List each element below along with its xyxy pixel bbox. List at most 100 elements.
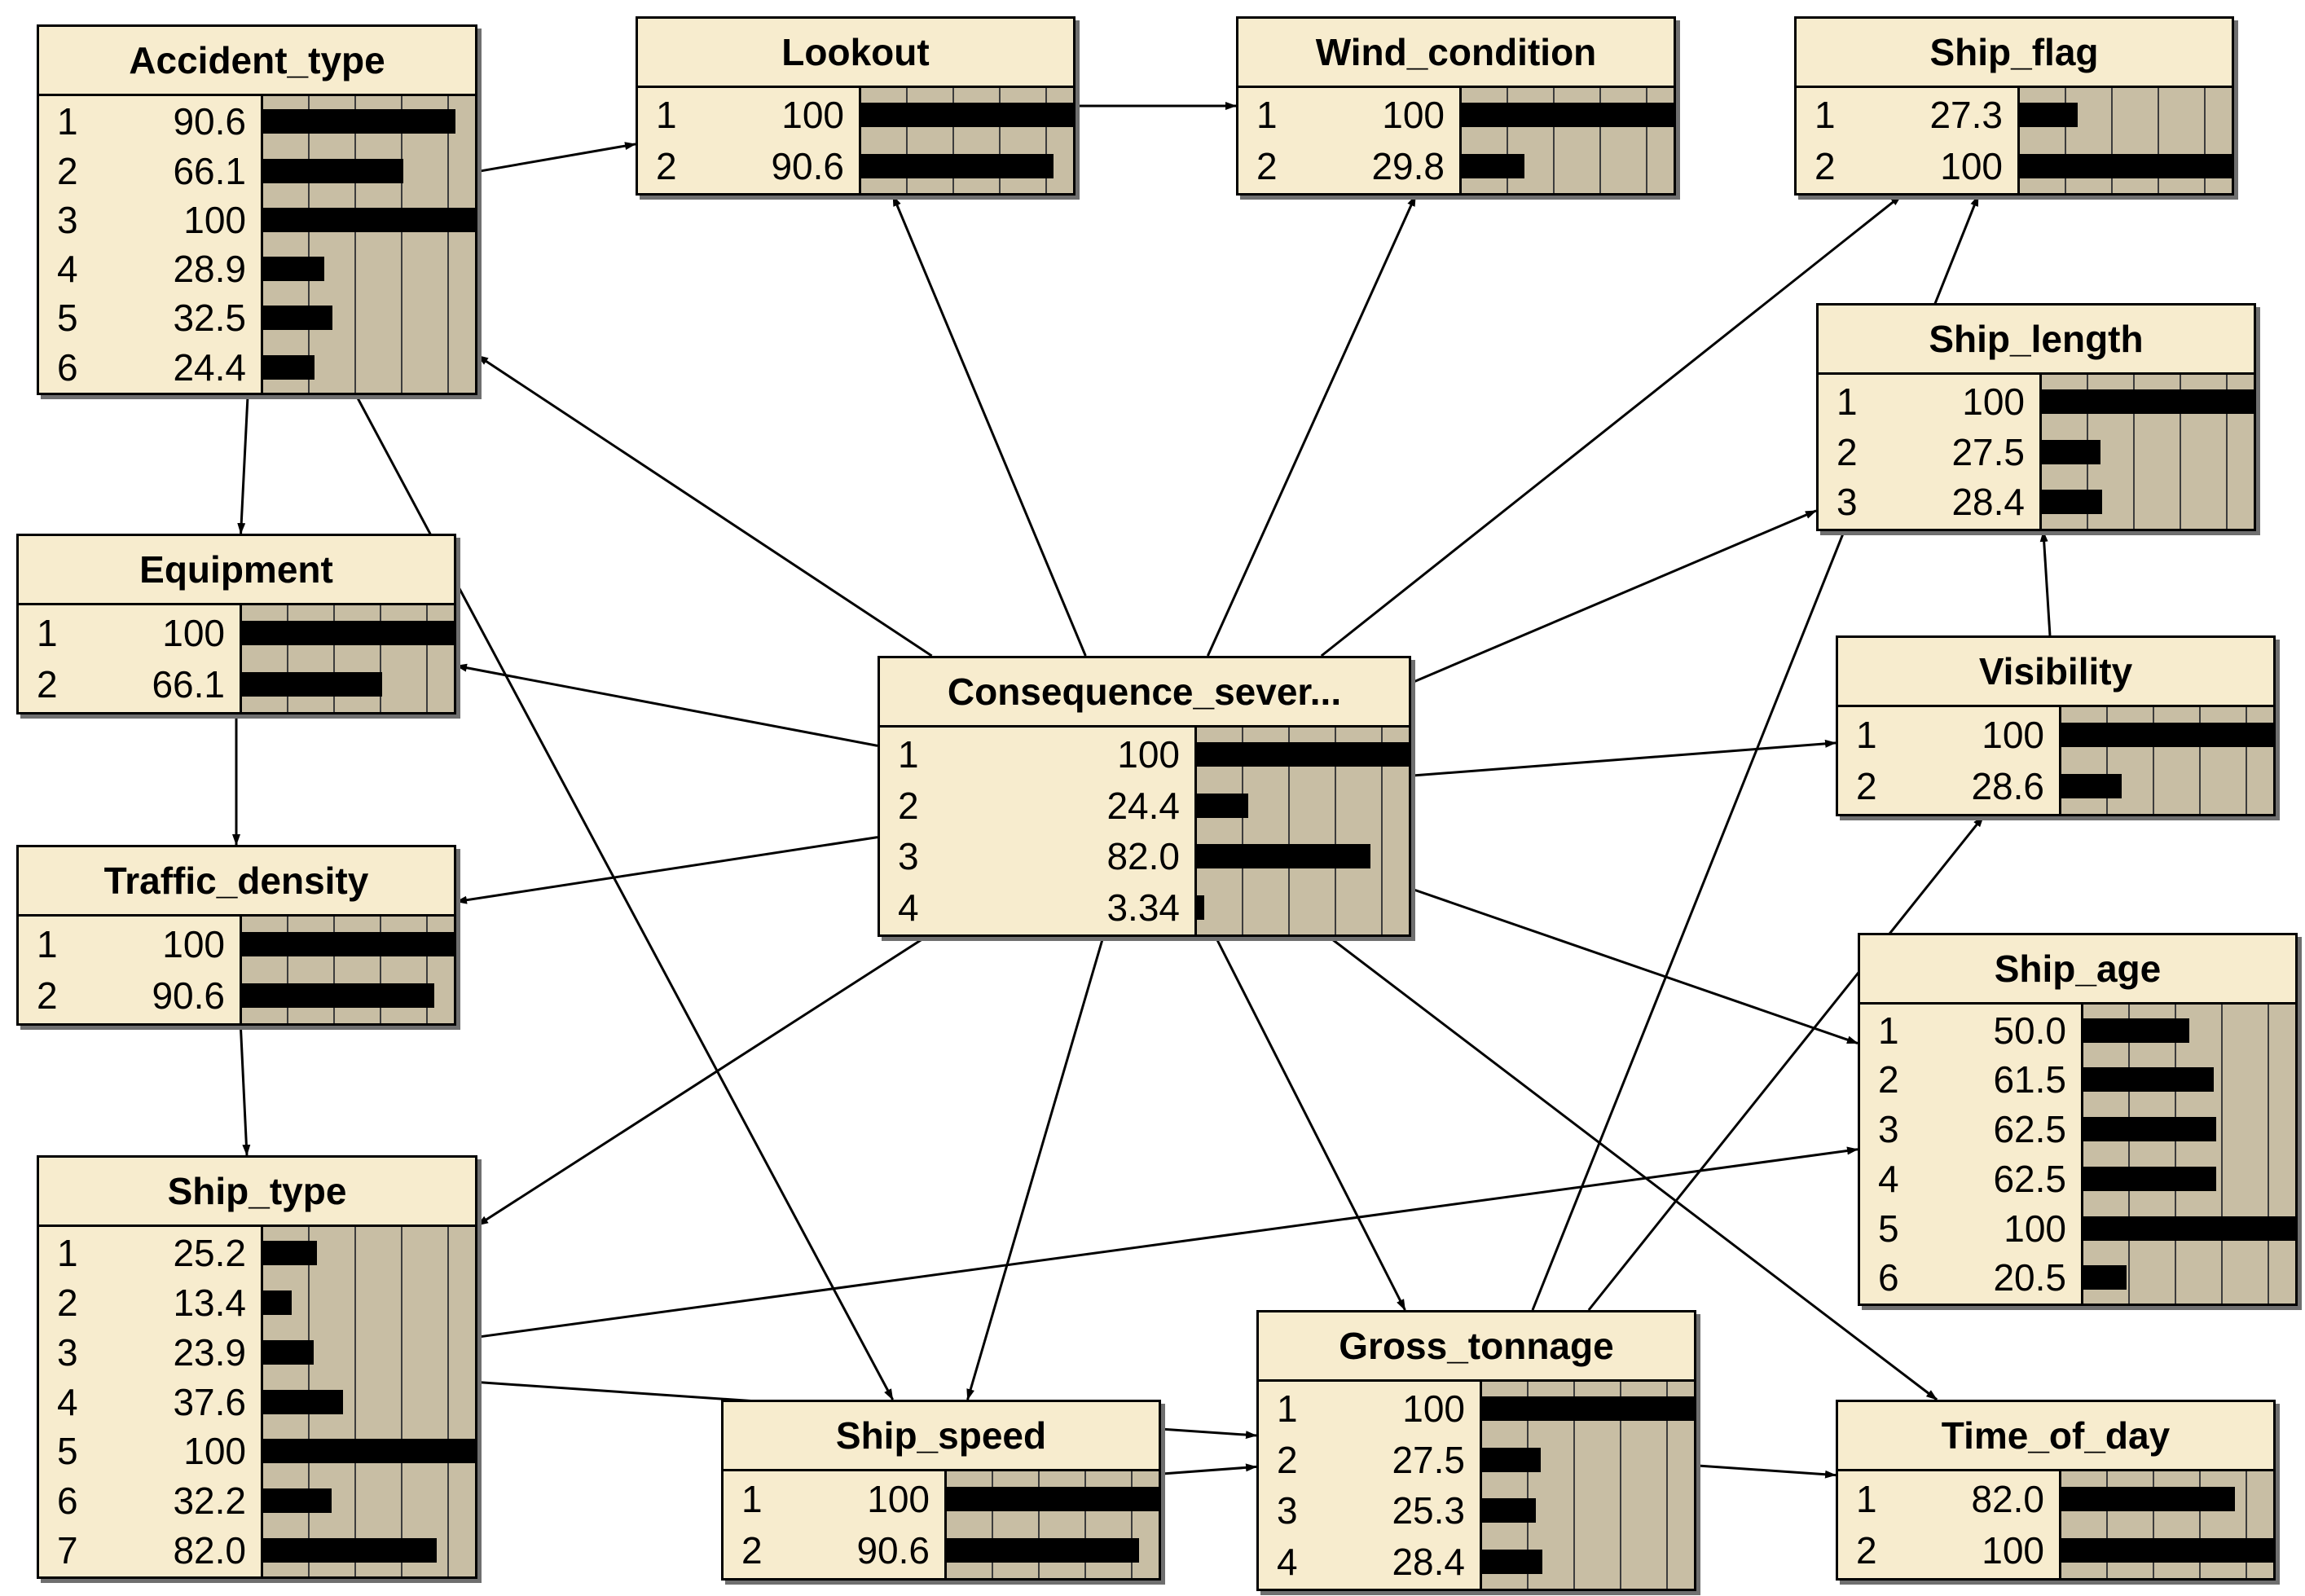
state-label: 2 xyxy=(741,1529,763,1572)
node-title: Accident_type xyxy=(39,27,475,96)
node-title: Consequence_sever... xyxy=(880,658,1409,728)
state-value: 29.8 xyxy=(1371,144,1445,187)
state-value: 100 xyxy=(183,1430,246,1473)
state-value: 100 xyxy=(1982,1529,2044,1572)
belief-bar xyxy=(263,158,403,183)
state-label: 1 xyxy=(1837,380,1858,423)
node-title: Ship_length xyxy=(1819,306,2254,375)
belief-bar xyxy=(263,1439,475,1464)
belief-bar xyxy=(263,1488,332,1514)
state-value: 100 xyxy=(2004,1207,2066,1250)
belief-bar xyxy=(2061,1538,2273,1563)
state-value: 100 xyxy=(867,1478,930,1520)
state-value: 32.2 xyxy=(173,1479,246,1523)
state-value: 32.5 xyxy=(173,297,246,340)
belief-bar xyxy=(2083,1265,2127,1290)
edge-consequence-severity-to-ship-age xyxy=(1410,887,1859,1044)
state-label: 5 xyxy=(57,297,78,340)
belief-bar xyxy=(947,1538,1139,1563)
edge-consequence-severity-to-ship-speed xyxy=(966,936,1105,1400)
state-row: 2 100 xyxy=(1838,1527,2059,1574)
edge-accident-type-to-lookout xyxy=(477,142,636,174)
node-title: Ship_speed xyxy=(724,1402,1159,1471)
state-value: 82.0 xyxy=(1971,1478,2044,1520)
state-label: 3 xyxy=(898,835,919,878)
edge-gross-tonnage-to-visibility xyxy=(1587,816,1985,1311)
state-label: 6 xyxy=(57,345,78,389)
belief-bar xyxy=(263,306,332,331)
belief-bars xyxy=(240,917,454,1023)
belief-bar xyxy=(242,621,454,645)
state-label: 1 xyxy=(57,1231,78,1274)
edge-consequence-severity-to-equipment xyxy=(455,663,878,747)
state-label: 1 xyxy=(1256,94,1278,137)
state-value: 23.9 xyxy=(173,1330,246,1374)
state-value: 62.5 xyxy=(1993,1108,2066,1151)
edge-consequence-severity-to-gross-tonnage xyxy=(1214,936,1406,1311)
belief-bar xyxy=(1482,1447,1541,1472)
belief-bars xyxy=(261,1227,475,1576)
node-title: Ship_type xyxy=(39,1158,475,1227)
belief-bar xyxy=(1462,103,1674,128)
state-value: 24.4 xyxy=(1106,784,1180,827)
node-title: Time_of_day xyxy=(1838,1402,2273,1471)
edge-consequence-severity-to-ship-flag xyxy=(1320,194,1903,657)
edge-consequence-severity-to-ship-type xyxy=(477,935,927,1227)
node-title: Lookout xyxy=(638,19,1073,88)
state-label: 1 xyxy=(1856,714,1877,756)
belief-bar xyxy=(2061,723,2273,747)
state-value: 100 xyxy=(1117,733,1180,776)
belief-bar xyxy=(1197,895,1204,920)
state-label: 2 xyxy=(57,1281,78,1324)
state-label: 2 xyxy=(1856,1529,1877,1572)
belief-bar xyxy=(263,109,455,134)
state-label: 6 xyxy=(57,1479,78,1523)
state-label: 1 xyxy=(656,94,677,137)
state-label: 2 xyxy=(1277,1438,1298,1481)
belief-bar xyxy=(2020,153,2232,178)
state-value: 28.4 xyxy=(1951,481,2025,524)
state-label: 3 xyxy=(57,1330,78,1374)
belief-bar xyxy=(263,1290,292,1315)
state-label: 1 xyxy=(1878,1009,1899,1052)
belief-bar xyxy=(1482,1549,1542,1574)
belief-bar xyxy=(1482,1396,1694,1422)
belief-bar xyxy=(263,1538,438,1563)
state-label: 2 xyxy=(1878,1058,1899,1101)
node-title: Equipment xyxy=(19,536,454,605)
